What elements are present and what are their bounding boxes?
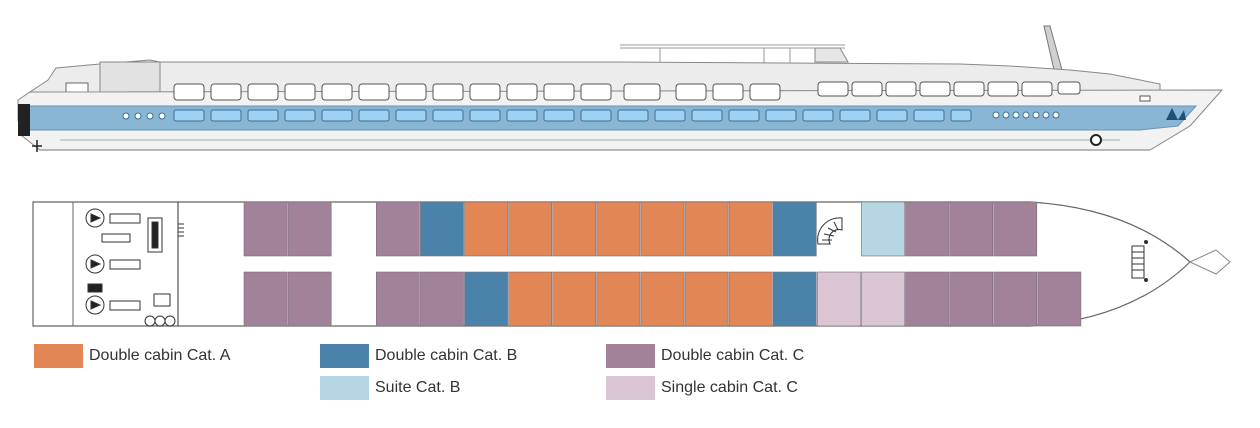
legend-label-double-b: Double cabin Cat. B: [375, 347, 518, 364]
bow-staircase-icon: [1131, 240, 1148, 282]
cabin-upper-4: [420, 201, 464, 257]
ship-side-view: [17, 25, 1224, 152]
cabin-lower-7: [552, 271, 597, 327]
cabin-upper-15: [905, 201, 949, 257]
cabin-upper-3: [375, 201, 420, 257]
cabin-upper-0: [243, 201, 288, 257]
cabin-lower-12: [772, 271, 817, 327]
stern-black-block: [18, 104, 30, 136]
legend-label-double-c: Double cabin Cat. C: [661, 347, 805, 364]
bow-tip: [1188, 249, 1231, 275]
engine-room: [85, 202, 184, 327]
legend-item-suite-b: Suite Cat. B: [320, 376, 460, 400]
legend-item-single-c: Single cabin Cat. C: [606, 376, 798, 400]
bow-light-icon: [1139, 95, 1151, 102]
portholes: [122, 111, 1060, 120]
cabin-upper-10: [684, 201, 729, 257]
cabin-lower-0: [243, 271, 288, 327]
sun-deck-railing: [620, 44, 845, 72]
cabin-upper-1: [287, 201, 332, 257]
legend-label-suite-b: Suite Cat. B: [375, 379, 461, 396]
legend-label-double-a: Double cabin Cat. A: [89, 347, 231, 364]
cabin-lower-10: [684, 271, 729, 327]
wheelhouse-shape: [814, 47, 849, 63]
cabin-upper-14: [861, 201, 905, 257]
cabin-lower-14: [861, 271, 905, 327]
cabin-lower-16: [949, 271, 993, 327]
cabin-lower-5: [464, 271, 508, 327]
cabin-lower-9: [640, 271, 685, 327]
lower-window-row: [173, 109, 972, 122]
upper-window-row: [173, 81, 1081, 101]
cabin-upper-8: [596, 201, 641, 257]
cabins: [243, 201, 1082, 327]
cabin-upper-5: [464, 201, 508, 257]
legend-item-double-b: Double cabin Cat. B: [320, 344, 517, 368]
legend-item-double-c: Double cabin Cat. C: [606, 344, 804, 368]
cabin-lower-3: [375, 271, 420, 327]
cabin-lower-17: [993, 271, 1038, 327]
legend-swatch-suite-b: [320, 376, 369, 400]
cabin-lower-11: [728, 271, 773, 327]
legend: Double cabin Cat. A Double cabin Cat. B …: [0, 340, 1260, 428]
rudder-icon: [32, 140, 42, 152]
cabin-lower-15: [905, 271, 949, 327]
cabin-upper-16: [949, 201, 993, 257]
anchor-icon: [1090, 134, 1102, 146]
cabin-upper-6: [508, 201, 553, 257]
cabin-lower-6: [508, 271, 553, 327]
cabin-lower-1: [287, 271, 332, 327]
legend-swatch-double-b: [320, 344, 369, 368]
legend-label-single-c: Single cabin Cat. C: [661, 379, 798, 396]
cabin-lower-18: [1037, 271, 1082, 327]
cabin-lower-8: [596, 271, 641, 327]
deck-plan: [32, 201, 1231, 327]
cabin-upper-17: [993, 201, 1038, 257]
staircase-icon: [817, 217, 843, 245]
legend-swatch-double-a: [34, 344, 83, 368]
cabin-upper-9: [640, 201, 685, 257]
ship-mast: [1043, 25, 1063, 71]
cabin-upper-11: [728, 201, 773, 257]
cabin-lower-13: [816, 271, 861, 327]
cabin-lower-4: [420, 271, 464, 327]
cabin-upper-12: [772, 201, 817, 257]
cabin-upper-7: [552, 201, 597, 257]
legend-swatch-double-c: [606, 344, 655, 368]
legend-swatch-single-c: [606, 376, 655, 400]
bow-logo-icon: [1166, 108, 1186, 120]
legend-item-double-a: Double cabin Cat. A: [34, 344, 230, 368]
